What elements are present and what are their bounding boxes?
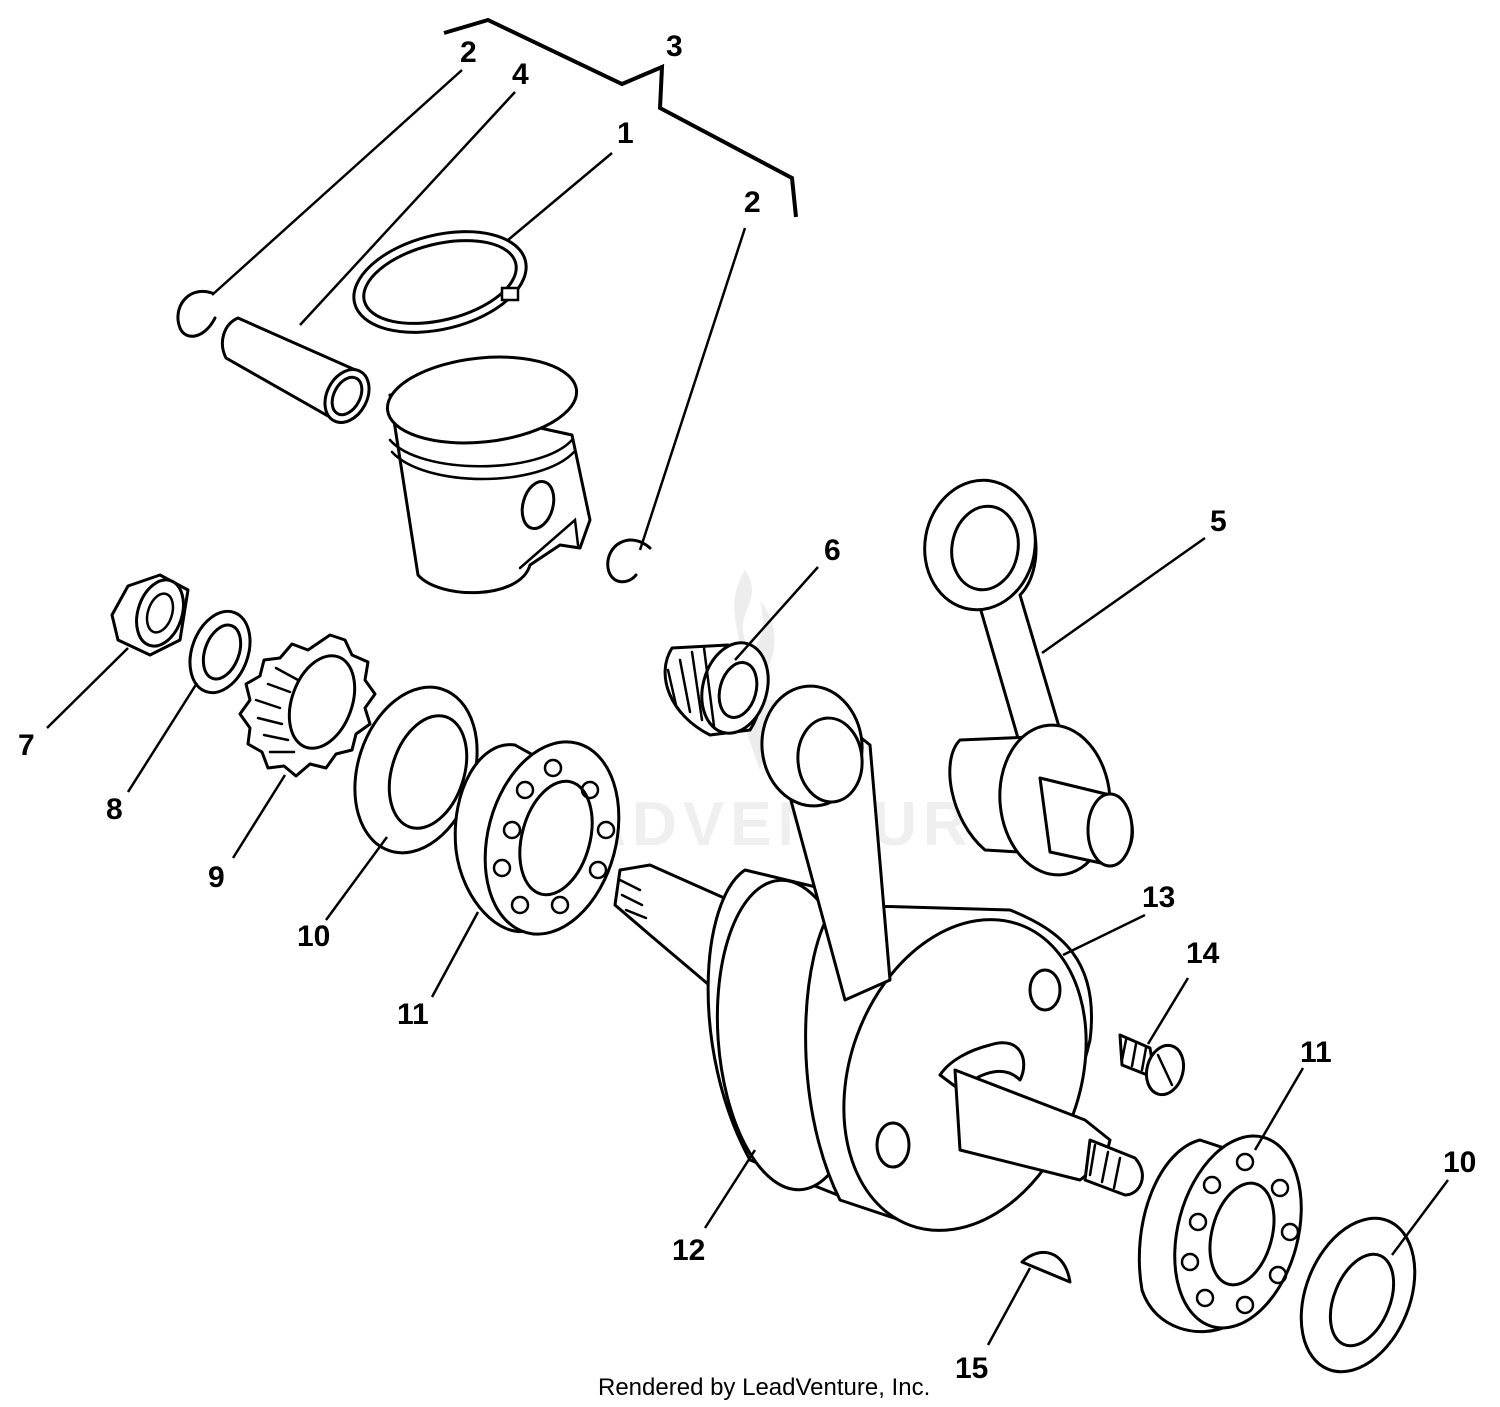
woodruff-key xyxy=(1020,1250,1072,1284)
callout-2-right: 2 xyxy=(744,186,761,219)
callout-11-left: 11 xyxy=(397,998,429,1031)
piston-pin-clip-left xyxy=(176,289,217,338)
oil-seal-left xyxy=(353,685,479,855)
oil-seal-right xyxy=(1299,1216,1417,1374)
callout-9: 9 xyxy=(208,861,225,894)
connecting-rod xyxy=(923,478,1134,877)
callout-10-left: 10 xyxy=(297,920,330,953)
callout-7: 7 xyxy=(18,729,35,762)
callout-labels: 2 4 3 1 2 5 6 7 8 9 10 11 12 13 14 11 10… xyxy=(18,30,1476,1385)
callout-11-right: 11 xyxy=(1300,1036,1332,1069)
callout-10-right: 10 xyxy=(1443,1146,1476,1179)
callout-6: 6 xyxy=(824,534,841,567)
piston-ring xyxy=(352,230,528,334)
crankshaft-assembly xyxy=(613,684,1144,1232)
callout-14: 14 xyxy=(1186,937,1220,970)
washer xyxy=(188,609,252,695)
piston xyxy=(385,355,592,595)
needle-bearing xyxy=(663,641,770,737)
piston-kit-bracket xyxy=(443,17,798,218)
callout-12: 12 xyxy=(672,1234,705,1267)
screw xyxy=(1118,1033,1186,1097)
crankshaft-nut xyxy=(110,573,190,657)
leader-lines xyxy=(46,69,1450,1346)
main-bearing-left xyxy=(453,740,621,936)
callout-2-left: 2 xyxy=(460,36,477,69)
footer-credit: Rendered by LeadVenture, Inc. xyxy=(598,1374,930,1401)
piston-pin-clip-right xyxy=(606,538,652,584)
callout-15: 15 xyxy=(955,1352,988,1385)
drive-gear xyxy=(238,633,377,778)
callout-13: 13 xyxy=(1142,881,1175,914)
callout-5: 5 xyxy=(1210,505,1227,538)
main-bearing-right xyxy=(1137,1134,1303,1333)
callout-8: 8 xyxy=(106,793,123,826)
piston-pin xyxy=(221,316,371,424)
callout-1: 1 xyxy=(617,117,634,150)
callout-3: 3 xyxy=(666,30,683,63)
callout-4: 4 xyxy=(512,58,529,91)
